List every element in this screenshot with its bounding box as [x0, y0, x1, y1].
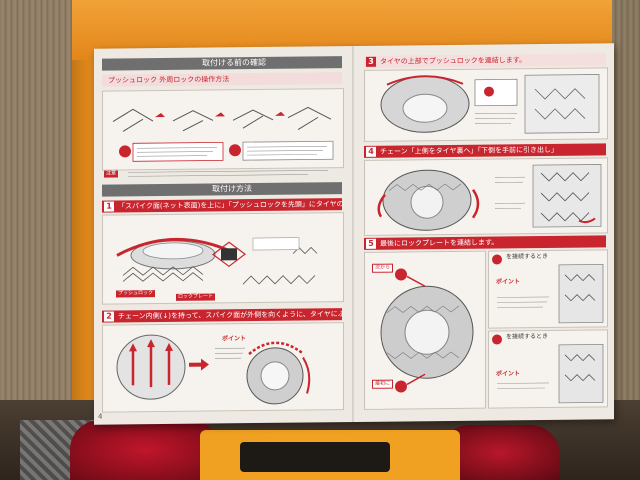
step-3-panel: [364, 67, 608, 142]
step-4-text: チェーン「上側をタイヤ裏へ」「下側を手前に引き出し」: [380, 146, 558, 156]
step-4-header: 4 チェーン「上側をタイヤ裏へ」「下側を手前に引き出し」: [364, 143, 606, 158]
caution-text-lines: [128, 168, 328, 180]
step-2-header: 2 チェーン内側(↓)を持って、スパイク面が外側を向くように、タイヤにふんわりか…: [102, 308, 342, 323]
step-5-number: 5: [366, 239, 376, 249]
step-1-header: 1 「スパイク面(ネット表面)を上に」「プッシュロックを先頭」にタイヤの裏側に差…: [102, 198, 342, 213]
push-lock-diagram-panel: [102, 88, 344, 171]
push-lock-diagrams: [103, 89, 343, 170]
section-title: 取付ける前の確認: [202, 57, 266, 70]
case-slot: [240, 442, 390, 472]
step-5-header: 5 最後にロックプレートを連結します。: [364, 235, 606, 250]
instruction-sheet: 取付ける前の確認 プッシュロック 外周ロックの操作方法: [94, 43, 614, 424]
lock-plate-label: ロックプレート: [176, 293, 215, 300]
right-page: 3 タイヤの上部でプッシュロックを連結します。 4 チェーン「上側をタイヤ裏へ」…: [356, 43, 614, 422]
step-3-text: タイヤの上部でプッシュロックを連結します。: [380, 56, 526, 66]
section-header-install: 取付け方法: [102, 182, 342, 197]
connect-panel-a: [488, 249, 608, 328]
step-1-number: 1: [104, 202, 114, 212]
connect-caption-b: を接続するとき: [506, 334, 548, 340]
step-3-header: 3 タイヤの上部でプッシュロックを連結します。: [364, 53, 606, 68]
step-1-text: 「スパイク面(ネット表面)を上に」「プッシュロックを先頭」にタイヤの裏側に差し込…: [118, 199, 342, 210]
step-3-illustration: [365, 68, 607, 141]
page-number: 4: [98, 413, 102, 421]
step-4-number: 4: [366, 147, 376, 157]
connect-caption-a: を接続するとき: [506, 254, 548, 260]
next-label: 次から: [372, 264, 393, 273]
step-4-panel: [364, 157, 608, 236]
point-label-b: ポイント: [496, 368, 520, 377]
push-lock-label: プッシュロック: [116, 290, 155, 297]
case-base: [200, 430, 460, 480]
caution-badge: 注意: [104, 170, 118, 177]
step-5-text: 最後にロックプレートを連結します。: [380, 238, 498, 247]
first-label: 最初に: [372, 380, 393, 389]
red-bag: [70, 420, 220, 480]
step-2-number: 2: [104, 312, 114, 322]
point-label: ポイント: [222, 333, 246, 342]
point-label-a: ポイント: [496, 276, 520, 285]
step-2-text: チェーン内側(↓)を持って、スパイク面が外側を向くように、タイヤにふんわりかぶせ…: [118, 309, 342, 320]
push-lock-header: プッシュロック 外周ロックの操作方法: [102, 72, 342, 87]
connect-illustration-a: [489, 250, 607, 327]
left-page: 取付ける前の確認 プッシュロック 外周ロックの操作方法: [94, 46, 352, 425]
step-4-illustration: [365, 158, 607, 235]
section-header-before-install: 取付ける前の確認: [102, 56, 342, 71]
step-3-number: 3: [366, 57, 376, 67]
section-title-install: 取付け方法: [212, 183, 252, 195]
